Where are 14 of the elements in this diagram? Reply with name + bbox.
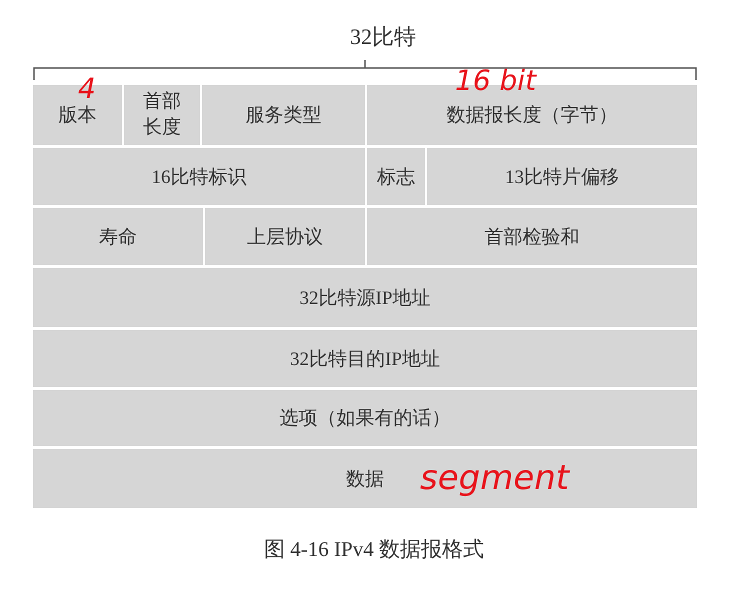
figure-caption: 图 4-16 IPv4 数据报格式 [263, 536, 485, 563]
field-cell: 16比特标识 [33, 148, 365, 205]
field-cell: 服务类型 [202, 85, 365, 145]
field-cell: 选项（如果有的话） [33, 390, 697, 446]
field-cell: 标志 [367, 148, 425, 205]
field-cell: 上层协议 [205, 208, 365, 265]
field-cell: 首部检验和 [367, 208, 697, 265]
field-cell: 32比特目的IP地址 [33, 330, 697, 387]
field-cell: 13比特片偏移 [427, 148, 697, 205]
width-label: 32比特 [350, 23, 416, 51]
field-cell: 32比特源IP地址 [33, 268, 697, 327]
handwritten-note: segment [420, 458, 570, 498]
field-cell: 首部长度 [124, 85, 200, 145]
field-cell: 寿命 [33, 208, 203, 265]
